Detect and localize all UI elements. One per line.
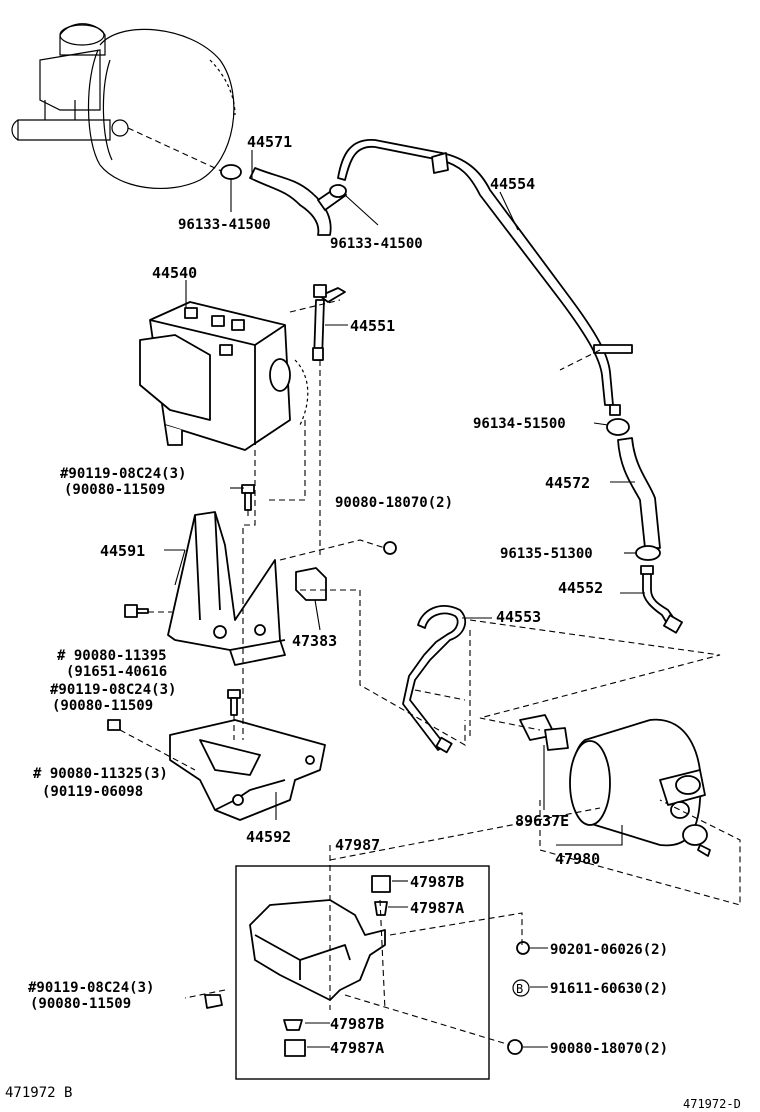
label-91651-40616: (91651-40616	[66, 664, 167, 680]
label-96133-41500-left: 96133-41500	[178, 217, 271, 233]
pipe-44554	[337, 139, 633, 416]
label-47987A-top: 47987A	[410, 899, 464, 917]
reference-code-right: 471972-D	[683, 1097, 741, 1111]
brake-booster-drawing	[11, 23, 236, 190]
pipe-44551	[312, 284, 346, 361]
bracket-kit-box	[235, 865, 490, 1080]
label-90119-08C24-a: #90119-08C24(3)	[60, 466, 186, 482]
leader-lines	[164, 150, 645, 1048]
bracket-44591	[167, 511, 327, 666]
label-90080-11509-b: (90080-11509	[52, 698, 153, 714]
bracket-44592	[169, 719, 326, 821]
label-44552: 44552	[558, 579, 603, 597]
pipe-44552	[640, 565, 683, 634]
label-44591: 44591	[100, 542, 145, 560]
bracket-47987	[249, 875, 391, 1057]
label-47987B-top: 47987B	[410, 873, 464, 891]
label-47987A-bottom: 47987A	[330, 1039, 384, 1057]
label-44551: 44551	[350, 317, 395, 335]
label-96133-41500-right: 96133-41500	[330, 236, 423, 252]
label-44572: 44572	[545, 474, 590, 492]
label-90119-06098: (90119-06098	[42, 784, 143, 800]
label-96135-51300: 96135-51300	[500, 546, 593, 562]
abs-actuator-44540	[139, 301, 309, 451]
label-44592: 44592	[246, 828, 291, 846]
label-47987: 47987	[335, 836, 380, 854]
fasteners	[107, 484, 530, 1055]
label-90080-18070-a: 90080-18070(2)	[335, 495, 453, 511]
label-90080-11509-a: (90080-11509	[64, 482, 165, 498]
label-90119-08C24-c: #90119-08C24(3)	[28, 980, 154, 996]
accumulator-47980	[519, 714, 711, 857]
label-90080-11509-c: (90080-11509	[30, 996, 131, 1012]
label-90201-06026: 90201-06026(2)	[550, 942, 668, 958]
circled-b-marker	[512, 979, 530, 997]
pipe-44553	[402, 605, 467, 754]
label-90080-11395: # 90080-11395	[57, 648, 167, 664]
label-89637E: 89637E	[515, 812, 569, 830]
label-91611-60630: 91611-60630(2)	[550, 981, 668, 997]
hose-44571	[220, 164, 347, 236]
label-47987B-bottom: 47987B	[330, 1015, 384, 1033]
label-90080-11325: # 90080-11325(3)	[33, 766, 168, 782]
dashed-assembly-lines	[119, 299, 741, 1046]
label-90119-08C24-b: #90119-08C24(3)	[50, 682, 176, 698]
label-44553: 44553	[496, 608, 541, 626]
label-44540: 44540	[152, 264, 197, 282]
hose-44572	[606, 418, 661, 561]
reference-code-left: 471972 B	[5, 1085, 72, 1101]
label-96134-51500: 96134-51500	[473, 416, 566, 432]
label-circled-b: B	[516, 982, 523, 996]
part-labels: 44571 96133-41500 96133-41500 44554 4454…	[5, 133, 741, 1111]
label-90080-18070-b: 90080-18070(2)	[550, 1041, 668, 1057]
label-44554: 44554	[490, 175, 535, 193]
label-47383: 47383	[292, 632, 337, 650]
label-44571: 44571	[247, 133, 292, 151]
label-47980: 47980	[555, 850, 600, 868]
